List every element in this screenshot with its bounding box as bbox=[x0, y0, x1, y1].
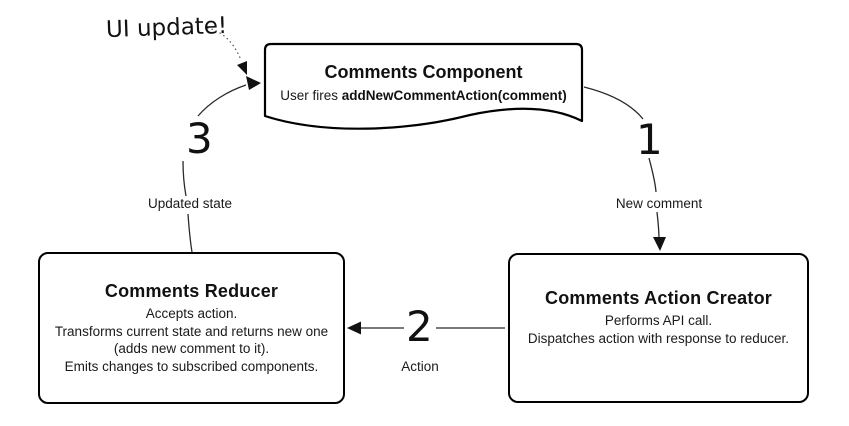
action-creator-node-line: Performs API call. bbox=[604, 313, 713, 328]
ui-update-dotted-arrow bbox=[206, 27, 242, 61]
arrow-1-arrowhead-icon bbox=[653, 237, 666, 251]
reducer-node-line: Accepts action. bbox=[145, 306, 238, 321]
arrow-1-new-comment bbox=[583, 86, 660, 240]
action-creator-node: Comments Action Creator Performs API cal… bbox=[508, 253, 809, 403]
flow-step-2-number: 2 bbox=[406, 302, 433, 351]
reducer-node-line: (adds new comment to it). bbox=[113, 341, 270, 356]
ui-update-arrowhead-icon bbox=[237, 61, 247, 75]
edge-label-action: Action bbox=[401, 359, 439, 374]
ui-update-annotation: UI update! bbox=[105, 12, 228, 44]
arrow-3-arrowhead-icon bbox=[246, 76, 261, 90]
reducer-node-line: Transforms current state and returns new… bbox=[54, 323, 329, 339]
component-node-title: Comments Component bbox=[324, 62, 523, 82]
reducer-node-title: Comments Reducer bbox=[104, 281, 279, 301]
reducer-node-line: Emits changes to subscribed components. bbox=[64, 358, 319, 374]
edge-label-new-comment: New comment bbox=[615, 196, 703, 211]
component-document-shape bbox=[263, 42, 584, 130]
action-creator-node-title: Comments Action Creator bbox=[545, 288, 772, 308]
reducer-node: Comments Reducer Accepts action. Transfo… bbox=[38, 252, 345, 404]
action-creator-node-line: Dispatches action with response to reduc… bbox=[527, 330, 790, 346]
component-subtitle-action-call: addNewCommentAction(comment) bbox=[341, 88, 567, 103]
edge-label-updated-state: Updated state bbox=[147, 196, 233, 211]
component-subtitle-prefix: User fires bbox=[280, 88, 342, 103]
component-node-subtitle: User fires addNewCommentAction(comment) bbox=[265, 88, 582, 103]
flow-step-1-number: 1 bbox=[636, 115, 663, 164]
arrow-3-updated-state bbox=[182, 84, 247, 253]
arrow-2-arrowhead-icon bbox=[347, 321, 361, 335]
flow-step-3-number: 3 bbox=[186, 114, 213, 163]
